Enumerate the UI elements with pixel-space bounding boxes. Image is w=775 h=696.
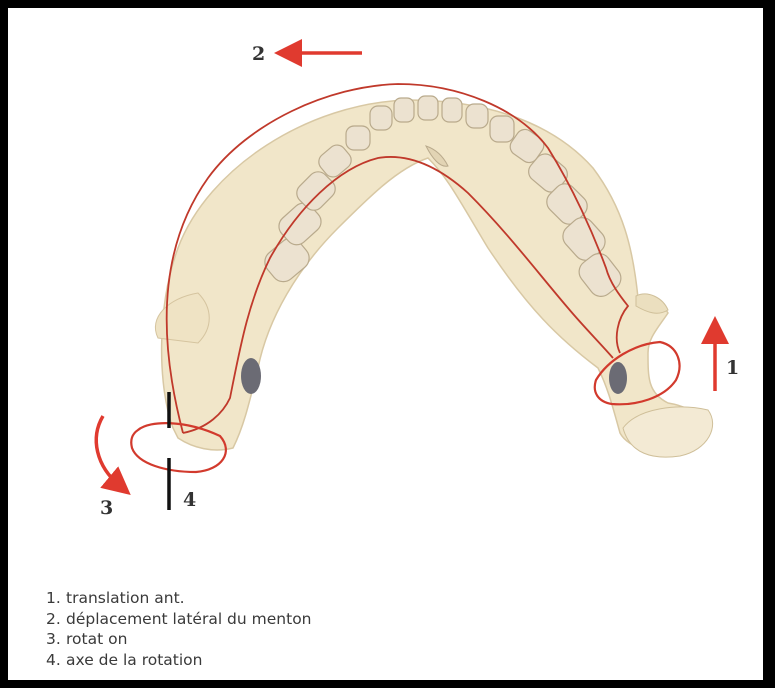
label-3: 3	[100, 497, 113, 519]
legend-number: 1.	[46, 588, 66, 609]
ramus-left	[155, 293, 209, 343]
legend-item: 1.translation ant.	[46, 588, 312, 609]
label-1: 1	[726, 357, 739, 379]
foramen-right	[609, 362, 627, 394]
legend-text: axe de la rotation	[66, 651, 202, 669]
legend-text: translation ant.	[66, 589, 185, 607]
legend-number: 4.	[46, 650, 66, 671]
label-2: 2	[252, 43, 265, 65]
legend-number: 3.	[46, 629, 66, 650]
label-4: 4	[183, 489, 196, 511]
legend-list: 1.translation ant. 2.déplacement latéral…	[46, 588, 312, 670]
legend-number: 2.	[46, 609, 66, 630]
foramen-left	[241, 358, 261, 394]
legend-item: 2.déplacement latéral du menton	[46, 609, 312, 630]
legend-text: déplacement latéral du menton	[66, 610, 312, 628]
legend-text: rotat on	[66, 630, 127, 648]
legend-item: 4.axe de la rotation	[46, 650, 312, 671]
legend-item: 3.rotat on	[46, 629, 312, 650]
arrow-3-rotation	[96, 416, 120, 486]
